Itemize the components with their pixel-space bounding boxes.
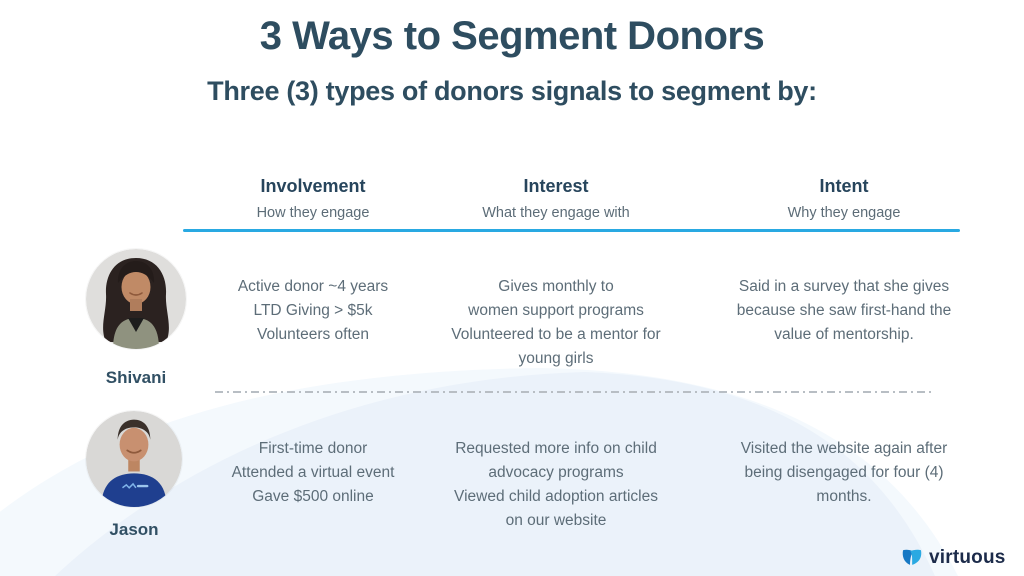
shivani-portrait-illustration — [86, 249, 186, 349]
virtuous-logo-text: virtuous — [929, 547, 1006, 568]
column-subheader-interest: What they engage with — [482, 205, 630, 221]
cell-shivani-intent: Said in a survey that she gives because … — [736, 278, 952, 343]
column-header-intent: Intent — [819, 176, 869, 196]
avatar-shivani — [86, 249, 186, 349]
cell-shivani-involvement: Active donor ~4 years LTD Giving > $5k V… — [237, 278, 389, 343]
column-subheader-involvement: How they engage — [256, 205, 370, 221]
column-header-interest: Interest — [523, 176, 589, 196]
column-subheader-intent: Why they engage — [787, 205, 901, 221]
person-name-jason: Jason — [109, 520, 159, 539]
virtuous-logo: virtuous — [901, 547, 1006, 569]
header-underline — [183, 229, 960, 232]
cell-jason-interest: Requested more info on child advocacy pr… — [454, 440, 658, 529]
slide-title: 3 Ways to Segment Donors — [259, 14, 765, 58]
virtuous-wings-icon — [902, 549, 922, 565]
column-header-involvement: Involvement — [260, 176, 366, 196]
avatar-jason — [86, 411, 182, 507]
cell-jason-involvement: First-time donor Attended a virtual even… — [231, 440, 395, 505]
cell-jason-intent: Visited the website again after being di… — [740, 440, 948, 505]
jason-portrait-illustration — [86, 411, 182, 507]
person-name-shivani: Shivani — [105, 368, 167, 387]
cell-shivani-interest: Gives monthly to women support programs … — [451, 278, 661, 367]
row-divider-dashed — [215, 391, 935, 393]
slide-subtitle: Three (3) types of donors signals to seg… — [207, 76, 817, 106]
